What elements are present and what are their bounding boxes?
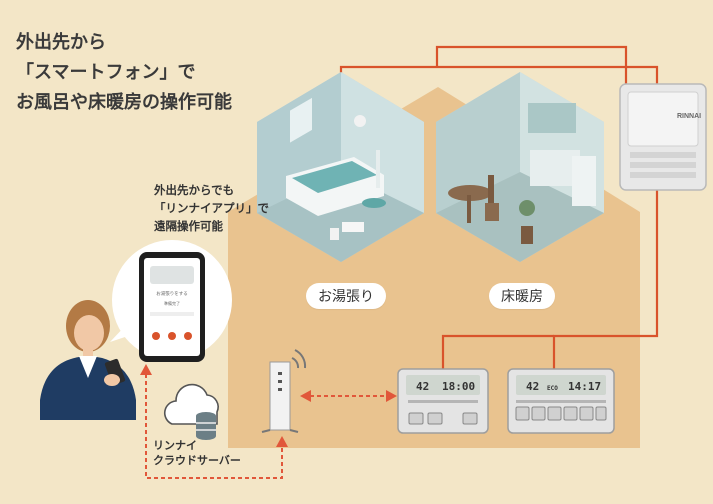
headline-line-1: 外出先から	[16, 32, 106, 53]
smartphone-illustration: お湯張りをする 準備完了	[139, 252, 205, 362]
headline-line-2: 「スマートフォン」で	[16, 62, 196, 83]
cloud-server-label: リンナイ クラウドサーバー	[153, 438, 241, 468]
kitchen-remote-time: 14:17	[568, 380, 601, 393]
kitchen-illustration	[436, 72, 604, 262]
bubble-text: 外出先からでも 「リンナイアプリ」で 遠隔操作可能	[154, 181, 269, 235]
server-label-line-2: クラウドサーバー	[153, 454, 241, 467]
cloud-arrow	[145, 374, 283, 479]
bubble-line-1: 外出先からでも	[154, 183, 235, 197]
headline-line-3: お風呂や床暖房の操作可能	[16, 92, 232, 113]
arrowhead-router	[276, 436, 288, 447]
kitchen-remote-mode: ECO	[547, 385, 558, 392]
phone-sub-text: 準備完了	[164, 300, 180, 306]
heater-brand-text: RINNAI	[677, 113, 701, 120]
kitchen-remote: 42 ECO 14:17	[507, 368, 615, 434]
phone-screen-title: お湯張りをする	[156, 290, 188, 297]
server-label-line-1: リンナイ	[153, 439, 197, 452]
bubble-line-3: 遠隔操作可能	[154, 219, 223, 233]
woman-user-illustration	[40, 300, 136, 420]
bath-label: お湯張り	[306, 283, 386, 309]
bath-remote: 42 18:00	[397, 368, 489, 434]
headline: 外出先から 「スマートフォン」で お風呂や床暖房の操作可能	[16, 28, 232, 118]
water-heater: RINNAI	[619, 83, 707, 191]
cloud-server-icon	[163, 383, 219, 440]
kitchen-remote-temp: 42	[526, 380, 539, 393]
arrowhead-phone	[140, 364, 152, 375]
wireless-router-icon	[261, 349, 307, 433]
bath-remote-time: 18:00	[442, 380, 475, 393]
floor-heating-label: 床暖房	[489, 283, 555, 309]
wireless-arrow	[300, 390, 397, 402]
bubble-line-2: 「リンナイアプリ」で	[154, 201, 269, 215]
bath-remote-temp: 42	[416, 380, 429, 393]
bathroom-illustration	[257, 72, 424, 262]
